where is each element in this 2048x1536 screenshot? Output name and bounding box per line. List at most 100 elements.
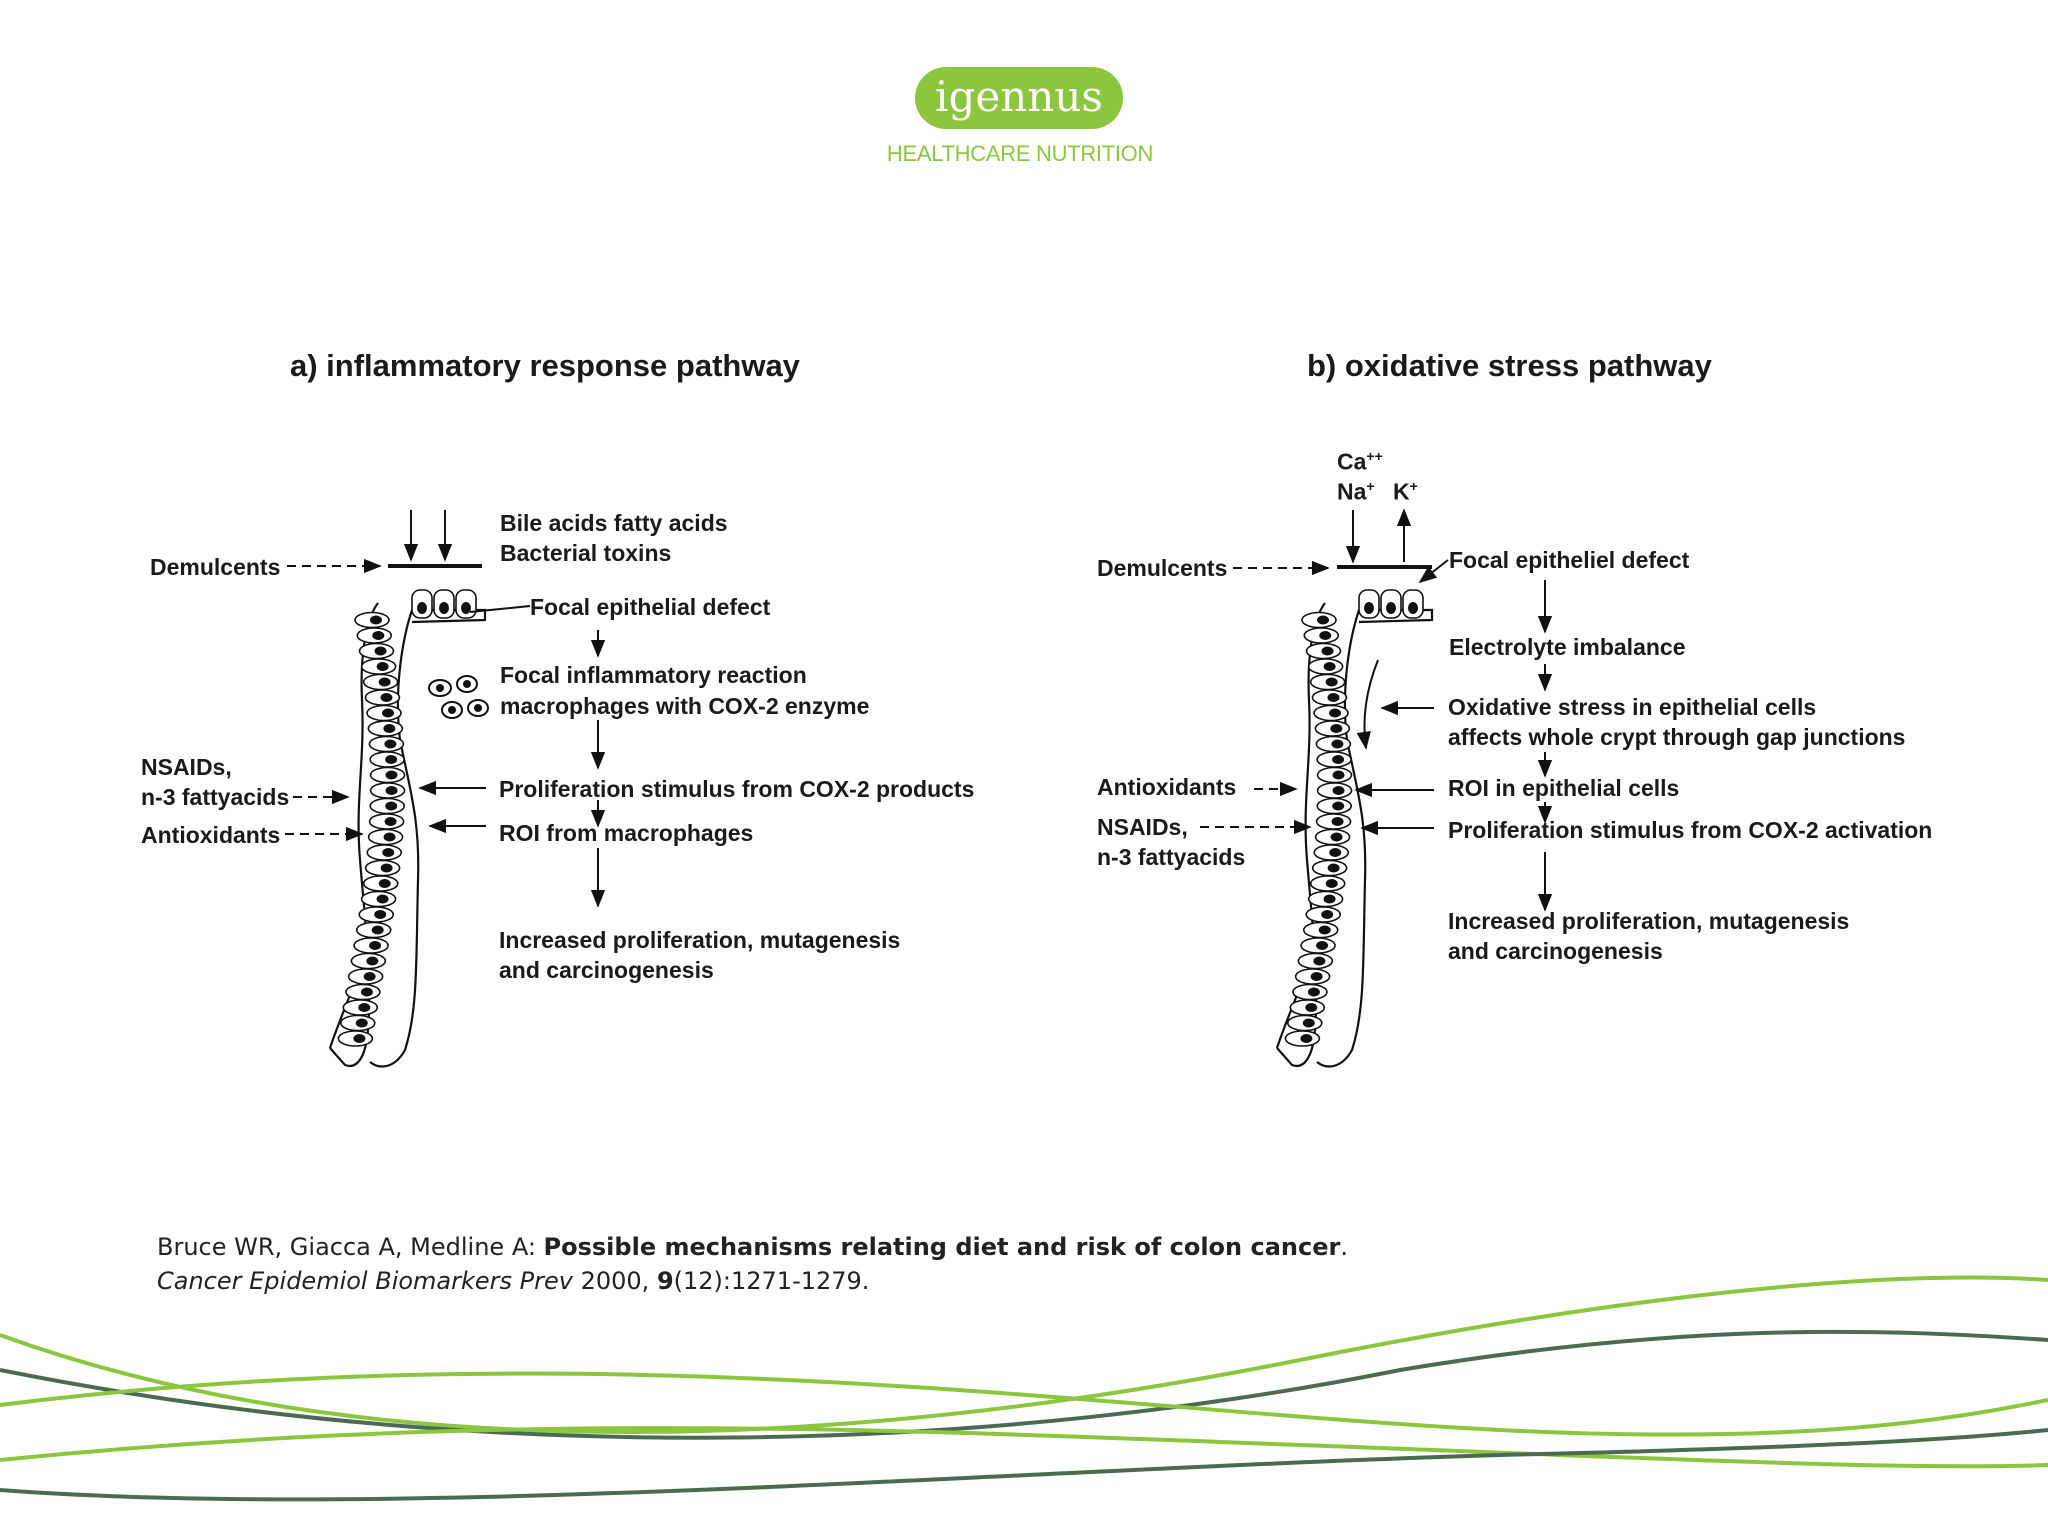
crypt-cell-nucleus: [1318, 925, 1331, 935]
panel-a-inflammatory-label: Focal inflammatory reaction: [500, 662, 807, 688]
panel-b-outcome-label: Increased proliferation, mutagenesis: [1448, 908, 1850, 934]
crypt-cell-nucleus: [1332, 801, 1345, 811]
surface-cell-nucleus: [417, 602, 427, 614]
panel-a-antioxidants-label: Antioxidants: [141, 822, 281, 848]
crypt-cell-nucleus: [366, 956, 379, 966]
crypt-cell-nucleus: [385, 786, 398, 795]
panel-b-proliferation-label: Proliferation stimulus from COX-2 activa…: [1448, 817, 1933, 843]
surface-cell-nucleus: [439, 602, 449, 614]
crypt-cell-nucleus: [376, 894, 389, 904]
panel-b-fattyacids-label: n-3 fattyacids: [1097, 844, 1246, 870]
crypt-cell-nucleus: [1302, 1018, 1315, 1028]
panel-b-focal-defect-label: Focal epitheliel defect: [1449, 547, 1690, 573]
crypt-cell-nucleus: [385, 755, 398, 764]
surface-cell-nucleus: [1408, 602, 1418, 614]
citation-title: Possible mechanisms relating diet and ri…: [543, 1233, 1341, 1261]
crypt-cell-nucleus: [1310, 972, 1323, 981]
crypt-cell-nucleus: [374, 646, 387, 656]
crypt-cell-nucleus: [1332, 755, 1345, 764]
panel-b-title: b) oxidative stress pathway: [1307, 348, 1712, 383]
panel-b-demulcents-label: Demulcents: [1097, 555, 1228, 581]
decorative-waves: [0, 1275, 2048, 1502]
panel-b-crypt-cells: [1284, 589, 1424, 1047]
surface-cell-nucleus: [461, 602, 471, 614]
citation-line-2: Cancer Epidemiol Biomarkers Prev 2000, 9…: [157, 1267, 870, 1295]
crypt-cell-nucleus: [1327, 693, 1340, 702]
crypt-cell-nucleus: [1300, 1034, 1313, 1043]
panel-a-fattyacids-label: n-3 fattyacids: [141, 784, 290, 810]
crypt-cell-nucleus: [1327, 863, 1340, 873]
crypt-cell-nucleus: [374, 910, 387, 919]
panel-b-oxidative-label: Oxidative stress in epithelial cells: [1448, 694, 1817, 720]
panel-a-bile-acids-label: Bile acids fatty acids: [500, 510, 728, 536]
crypt-cell-nucleus: [1325, 677, 1338, 687]
crypt-cell-nucleus: [1307, 987, 1320, 997]
panel-a-focal-defect-label: Focal epithelial defect: [530, 594, 771, 620]
crypt-cell-nucleus: [372, 631, 385, 640]
crypt-cell-nucleus: [1316, 941, 1329, 950]
crypt-cell-nucleus: [1329, 708, 1342, 718]
crypt-cell-nucleus: [385, 801, 398, 811]
crypt-cell-nucleus: [382, 708, 395, 718]
panel-b-electrolyte-label: Electrolyte imbalance: [1449, 634, 1686, 660]
crypt-cell-nucleus: [385, 770, 398, 780]
crypt-cell-nucleus: [1332, 770, 1345, 780]
crypt-cell-nucleus: [370, 615, 382, 625]
igennus-logo: igennus: [915, 67, 1123, 129]
crypt-cell-nucleus: [383, 832, 396, 842]
crypt-cell-nucleus: [1323, 662, 1336, 671]
crypt-cell-nucleus: [1323, 894, 1336, 904]
crypt-cell-nucleus: [1329, 848, 1342, 857]
crypt-cell-nucleus: [353, 1034, 366, 1043]
crypt-cell-nucleus: [384, 739, 397, 749]
crypt-cell-nucleus: [360, 987, 373, 997]
panel-b-potassium-label: K+: [1393, 478, 1418, 505]
panel-a-proliferation-label: Proliferation stimulus from COX-2 produc…: [499, 776, 975, 802]
citation-line-1: Bruce WR, Giacca A, Medline A: Possible …: [157, 1233, 1348, 1261]
crypt-cell-nucleus: [1305, 1003, 1318, 1012]
crypt-cell-nucleus: [1332, 786, 1345, 795]
panel-b-antioxidants-label: Antioxidants: [1097, 774, 1237, 800]
crypt-cell-nucleus: [382, 848, 395, 857]
panel-b-roi-label: ROI in epithelial cells: [1448, 775, 1680, 801]
crypt-cell-nucleus: [380, 863, 393, 873]
crypt-cell-nucleus: [358, 1003, 371, 1012]
panel-a-arrows: [403, 510, 606, 908]
panel-b-outcome-label-2: and carcinogenesis: [1448, 938, 1663, 964]
citation-journal: Cancer Epidemiol Biomarkers Prev: [157, 1267, 573, 1295]
crypt-cell-nucleus: [380, 693, 393, 702]
crypt-cell-nucleus: [1331, 739, 1344, 749]
panel-a-outcome-label: Increased proliferation, mutagenesis: [499, 927, 901, 953]
panel-a-outcome-label-2: and carcinogenesis: [499, 957, 714, 983]
panel-a-demulcents-label: Demulcents: [150, 554, 281, 580]
crypt-cell-nucleus: [383, 724, 396, 733]
crypt-cell-nucleus: [376, 662, 389, 671]
crypt-cell-nucleus: [1325, 879, 1338, 888]
crypt-cell-nucleus: [371, 925, 384, 935]
panel-a-dashed-arrows: [285, 558, 382, 842]
panel-a-nsaids-label: NSAIDs,: [141, 754, 232, 780]
crypt-cell-nucleus: [363, 972, 376, 981]
panel-b-arrows: [1345, 508, 1553, 912]
panel-b-nsaids-label: NSAIDs,: [1097, 814, 1188, 840]
panel-a-roi-label: ROI from macrophages: [499, 820, 754, 846]
panel-b-dashed-arrows: [1200, 560, 1330, 835]
logo-tagline: HEALTHCARE NUTRITION: [886, 141, 1154, 166]
crypt-cell-nucleus: [1321, 646, 1334, 656]
crypt-cell-nucleus: [378, 677, 391, 687]
surface-cell-nucleus: [1386, 602, 1396, 614]
crypt-cell-nucleus: [1321, 910, 1334, 919]
crypt-cell-nucleus: [1330, 832, 1343, 842]
surface-cell-nucleus: [1364, 602, 1374, 614]
panel-a-title: a) inflammatory response pathway: [290, 348, 800, 383]
crypt-cell-nucleus: [369, 941, 382, 950]
crypt-cell-nucleus: [1331, 817, 1344, 826]
panel-b-gap-junctions-label: affects whole crypt through gap junction…: [1448, 724, 1906, 750]
crypt-cell-nucleus: [1313, 956, 1326, 966]
panel-b-calcium-label: Ca++: [1337, 448, 1383, 475]
crypt-cell-nucleus: [378, 879, 391, 888]
panel-a-macrophages: [428, 675, 489, 719]
crypt-cell-nucleus: [384, 817, 397, 826]
crypt-cell-nucleus: [355, 1018, 368, 1028]
